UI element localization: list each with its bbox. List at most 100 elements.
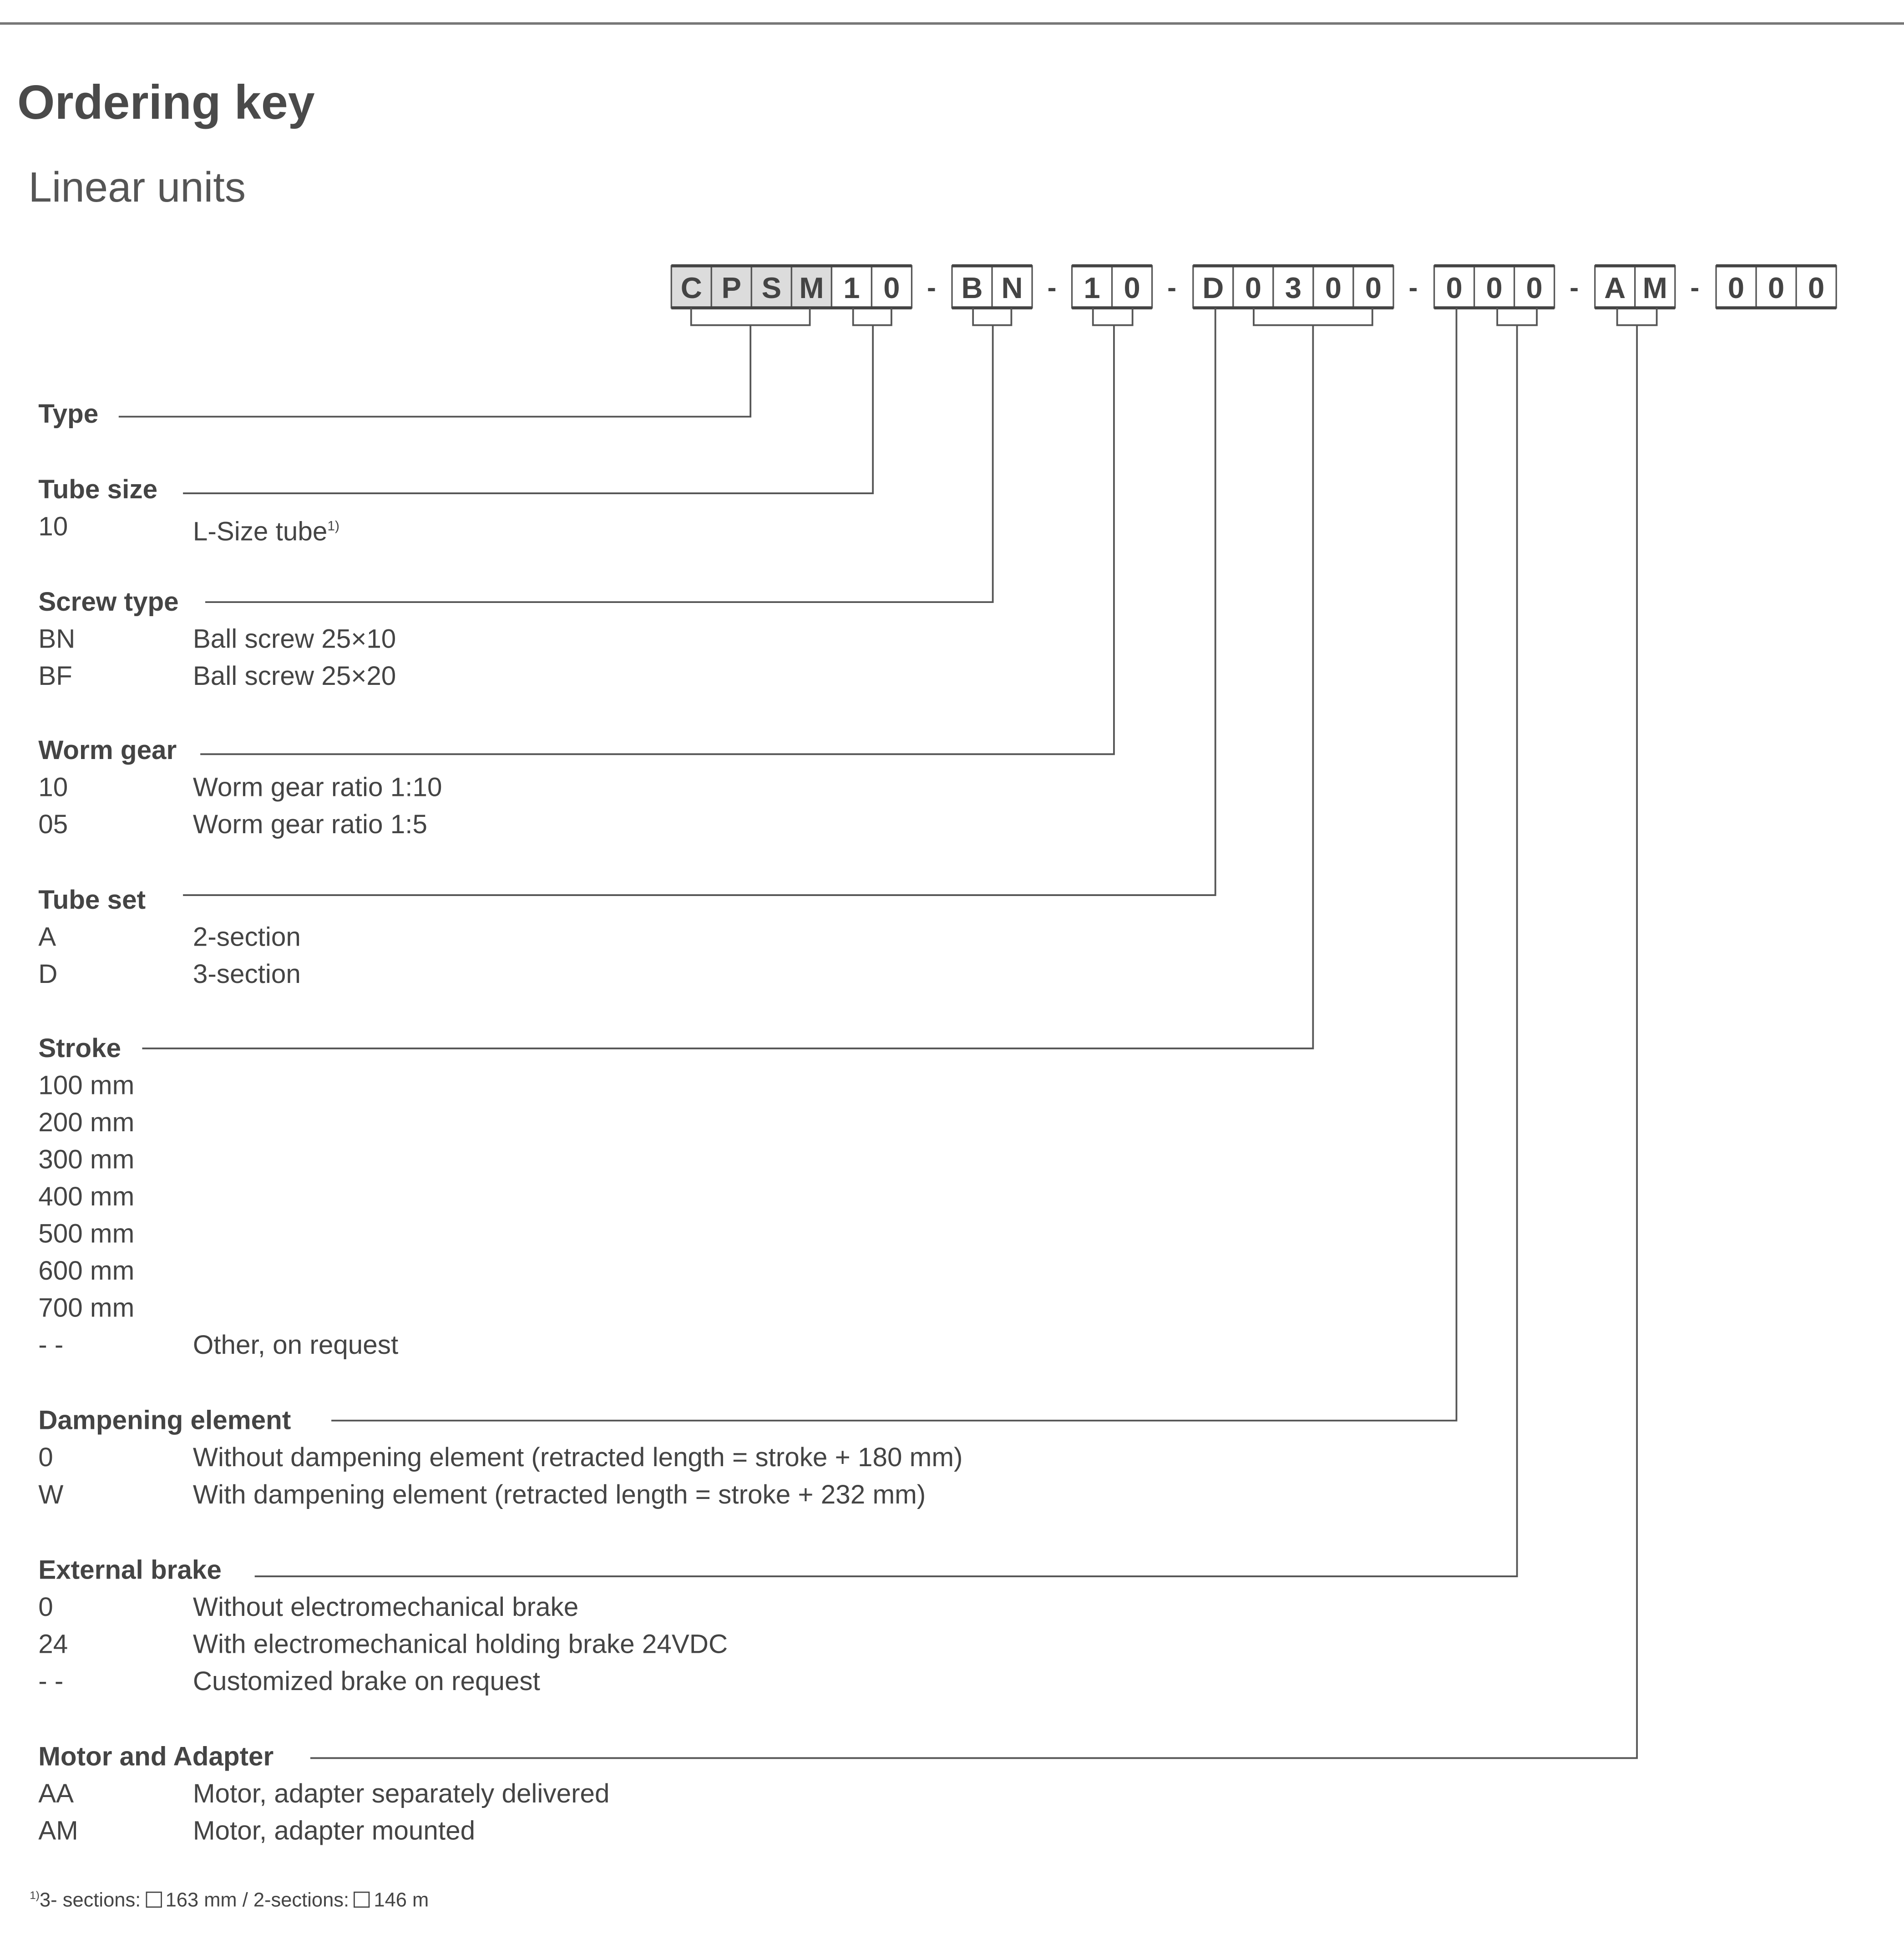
code-char: 0	[1526, 271, 1543, 304]
option-code: 100 mm	[38, 1070, 135, 1101]
description-text: With electromechanical holding brake 24V…	[192, 1629, 728, 1660]
option-description: Ball screw 25×20	[193, 658, 396, 695]
leader-line	[142, 325, 1314, 1049]
code-char: 0	[1808, 271, 1824, 304]
description-text: Worm gear ratio 1:5	[192, 810, 427, 840]
code-box	[991, 265, 1033, 309]
section-heading: Motor and Adapter	[38, 1738, 284, 1776]
option-row: 0 Without electromechanical brake	[38, 1589, 578, 1626]
code-char: 1	[843, 271, 860, 304]
square-icon	[354, 1891, 370, 1908]
option-code: 0	[38, 1592, 53, 1622]
description-text: Other, on request	[192, 1330, 399, 1360]
option-row: - -Other, on request	[38, 1326, 398, 1364]
option-description: 3-section	[193, 956, 301, 993]
option-row: 0 Without dampening element (retracted le…	[38, 1439, 962, 1476]
bracket	[1092, 308, 1134, 326]
footnote-text: 146 m	[374, 1890, 429, 1912]
option-code: 10	[38, 511, 68, 542]
leader-line	[254, 325, 1518, 1577]
section-type: Type	[38, 395, 108, 433]
description-text: Worm gear ratio 1:10	[192, 773, 442, 803]
option-description: Motor, adapter separately delivered	[193, 1775, 610, 1812]
leader-line	[118, 325, 752, 418]
section-heading: Tube set	[38, 881, 156, 919]
option-description: With electromechanical holding brake 24V…	[193, 1626, 728, 1663]
square-icon	[146, 1891, 162, 1908]
code-box	[1795, 265, 1837, 309]
code-char: D	[1202, 271, 1224, 304]
option-row: 10 Worm gear ratio 1:10	[38, 769, 442, 806]
footnote-text: 3- sections:	[39, 1890, 141, 1912]
option-code: AA	[38, 1779, 74, 1809]
footnote-mark: 1)	[30, 1889, 40, 1902]
description-text: Without dampening element (retracted len…	[192, 1443, 963, 1473]
option-description: Motor, adapter mounted	[193, 1812, 475, 1850]
code-box	[790, 265, 833, 309]
option-code: 10	[38, 773, 68, 803]
footnote-text: 163 mm / 2-sections:	[165, 1890, 349, 1912]
option-description: L-Size tube1)	[193, 508, 339, 550]
bracket	[690, 308, 811, 326]
section-heading: Dampening element	[38, 1402, 301, 1439]
code-char: M	[1643, 271, 1667, 304]
code-box	[1352, 265, 1394, 309]
code-char: 0	[1446, 271, 1462, 304]
bracket	[1496, 308, 1538, 326]
page-subtitle: Linear units	[28, 164, 246, 212]
option-row: 700 mm	[38, 1290, 135, 1327]
option-code: A	[38, 922, 56, 952]
option-row: BF Ball screw 25×20	[38, 658, 396, 695]
code-separator: -	[1048, 272, 1057, 303]
option-code: 700 mm	[38, 1293, 135, 1323]
footnote-ref: 1)	[327, 519, 339, 534]
option-code: 24	[38, 1629, 68, 1660]
option-description: Ball screw 25×10	[193, 621, 396, 658]
option-code: BF	[38, 661, 72, 691]
option-description: Without electromechanical brake	[193, 1589, 578, 1626]
leader-line	[200, 325, 1115, 755]
code-char: 0	[883, 271, 900, 304]
option-row: 300 mm	[38, 1141, 134, 1179]
option-code: 0	[38, 1443, 53, 1473]
code-box	[830, 265, 873, 309]
section-worm-gear: Worm gear 10 Worm gear ratio 1:10 05 Worm ge…	[38, 732, 442, 843]
bracket	[1253, 308, 1373, 326]
code-char: 0	[1486, 271, 1503, 304]
top-divider	[0, 22, 1904, 24]
code-char: S	[762, 271, 781, 304]
code-separator: -	[1690, 272, 1699, 303]
option-description: With dampening element (retracted length…	[193, 1476, 926, 1514]
code-char: 1	[1084, 271, 1100, 304]
footnote: 1)3- sections: 163 mm / 2-sections: 146 m	[30, 1889, 429, 1913]
code-char: 0	[1124, 271, 1140, 304]
option-code: 05	[38, 810, 68, 840]
code-box	[1071, 265, 1113, 309]
page-title: Ordering key	[17, 76, 315, 130]
option-row: BN Ball screw 25×10	[38, 621, 396, 658]
option-description: 2-section	[193, 919, 301, 956]
code-char: 0	[1325, 271, 1342, 304]
option-row: A 2-section	[38, 919, 301, 956]
description-text: L-Size tube	[192, 516, 328, 547]
code-box	[1715, 265, 1757, 309]
code-separator: -	[1408, 272, 1418, 303]
description-text: Ball screw 25×20	[192, 661, 396, 691]
option-code: - -	[38, 1666, 64, 1696]
description-text: Ball screw 25×10	[192, 624, 396, 654]
section-heading: Worm gear	[38, 732, 187, 769]
option-row: 500 mm	[38, 1215, 134, 1253]
option-row: - -Customized brake on request	[38, 1663, 540, 1700]
option-code: 200 mm	[38, 1108, 135, 1138]
option-code: BN	[38, 624, 76, 654]
description-text: Motor, adapter separately delivered	[192, 1779, 610, 1809]
description-text: Without electromechanical brake	[192, 1592, 579, 1622]
code-char: C	[681, 271, 702, 304]
